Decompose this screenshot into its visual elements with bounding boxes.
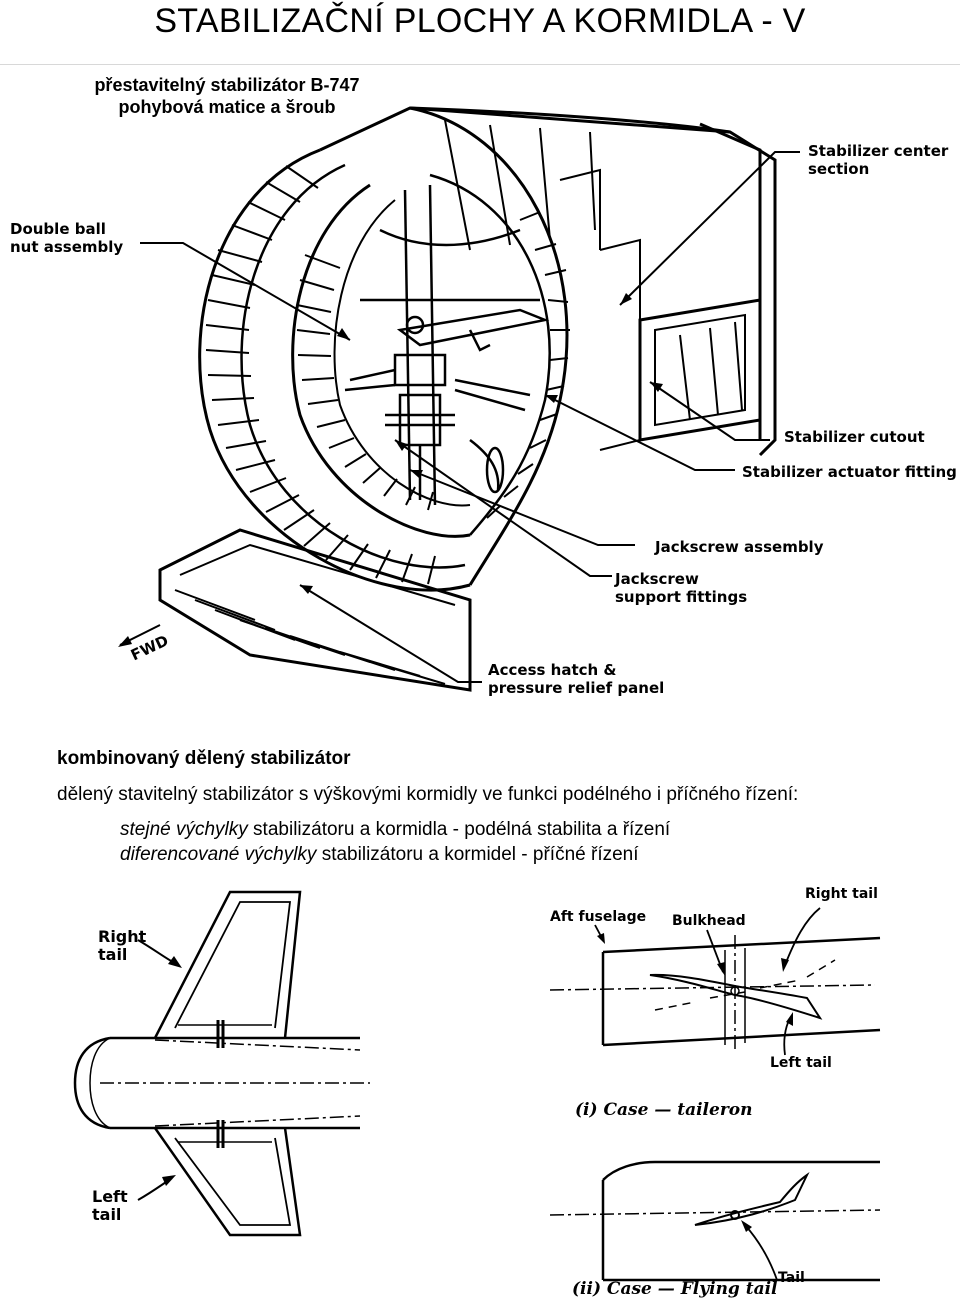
tail-planform-figure: Right tail Left tail (60, 880, 375, 1240)
line1-italic: stejné výchylky (120, 819, 248, 840)
label-double-ball-nut: Double ball nut assembly (10, 220, 123, 256)
right-tail-line1: Right (98, 927, 147, 946)
case-i-prefix: (i) Case — (575, 1100, 678, 1120)
label-access-line1: Access hatch & (488, 661, 617, 679)
section-heading: kombinovaný dělený stabilizátor (57, 748, 351, 769)
case-ii-name: Flying tail (680, 1279, 778, 1299)
label-right-tail-plan: Right tail (98, 928, 146, 964)
label-jackscrew-support-fittings: Jackscrew support fittings (615, 570, 747, 606)
label-double-ball-line1: Double ball (10, 220, 106, 238)
description-paragraph: dělený stavitelný stabilizátor s výškový… (57, 784, 799, 805)
tail-cases-figure: Aft fuselage Bulkhead Right tail Left ta… (545, 880, 890, 1300)
label-tail-case-ii: Tail (778, 1270, 805, 1286)
line1-rest: stabilizátoru a kormidla - podélná stabi… (247, 819, 671, 840)
tail-planform-drawing (73, 890, 370, 1237)
line2-rest: stabilizátoru a kormidel - příčné řízení (316, 844, 639, 865)
right-tail-line2: tail (98, 945, 128, 964)
label-jackscrew-assembly: Jackscrew assembly (655, 538, 824, 556)
caption-line-2: pohybová matice a šroub (118, 97, 336, 117)
description-line-2: diferencované výchylky stabilizátoru a k… (120, 844, 639, 866)
figure-caption-top: přestavitelný stabilizátor B-747 pohybov… (62, 74, 392, 118)
label-bulkhead: Bulkhead (672, 913, 746, 929)
line2-italic: diferencované výchylky (120, 844, 317, 865)
label-left-tail-case: Left tail (770, 1055, 832, 1071)
label-center-line1: Stabilizer center (808, 142, 949, 160)
tail-cases-drawing (549, 907, 881, 1282)
page-title: STABILIZAČNÍ PLOCHY A KORMIDLA - V (154, 2, 806, 40)
description-line-1: stejné výchylky stabilizátoru a kormidla… (120, 819, 670, 841)
label-access-hatch: Access hatch & pressure relief panel (488, 661, 664, 697)
label-support-line1: Jackscrew (615, 570, 699, 588)
label-stabilizer-center-section: Stabilizer center section (808, 142, 948, 178)
label-access-line2: pressure relief panel (488, 679, 665, 697)
caption-line-1: přestavitelný stabilizátor B-747 (94, 75, 360, 95)
label-stabilizer-actuator-fitting: Stabilizer actuator fitting (742, 463, 957, 481)
case-i-name: taileron (677, 1100, 753, 1120)
label-aft-fuselage: Aft fuselage (550, 909, 647, 925)
stabilizer-section-figure: přestavitelný stabilizátor B-747 pohybov… (0, 66, 960, 706)
title-divider (0, 64, 960, 65)
label-double-ball-line2: nut assembly (10, 238, 124, 256)
label-center-line2: section (808, 160, 870, 178)
label-support-line2: support fittings (615, 588, 748, 606)
left-tail-line2: tail (92, 1205, 122, 1224)
case-ii-caption: (ii) Case — Flying tail (572, 1279, 778, 1299)
label-left-tail-plan: Left tail (92, 1188, 128, 1224)
case-i-caption: (i) Case — taileron (575, 1100, 753, 1120)
stabilizer-section-drawing (118, 106, 800, 692)
case-ii-prefix: (ii) Case — (572, 1279, 681, 1299)
label-right-tail-case: Right tail (805, 886, 878, 902)
label-stabilizer-cutout: Stabilizer cutout (784, 428, 925, 446)
left-tail-line1: Left (92, 1187, 128, 1206)
